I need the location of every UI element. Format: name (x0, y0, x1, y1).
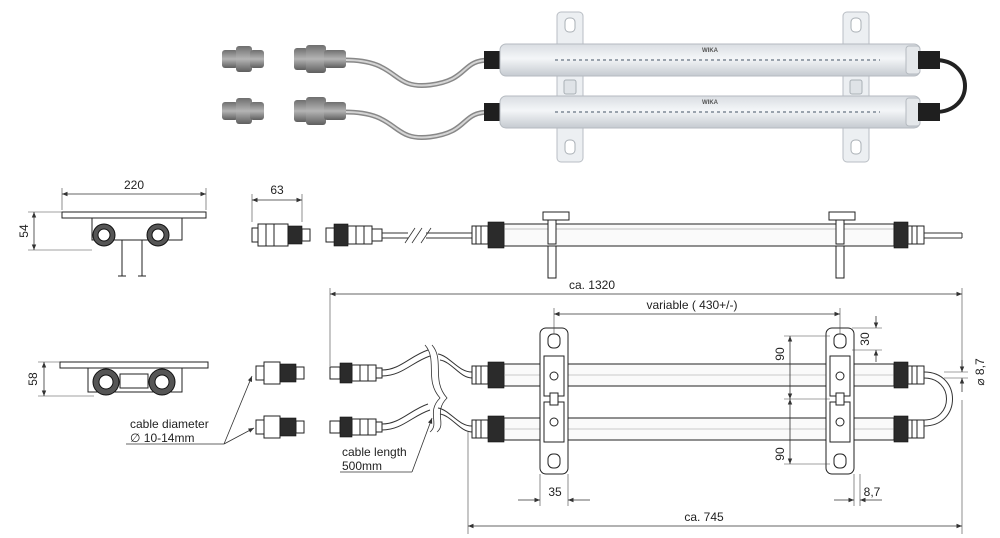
note-cable-length-title: cable length (342, 445, 407, 459)
dim-diameter-8-7: ⌀ 8,7 (973, 358, 987, 386)
dim-spacing-90-lower: 90 (773, 447, 787, 461)
side-plug-left (251, 223, 311, 247)
dim-bracket-8-7: 8,7 (864, 485, 881, 499)
render-plug-pair-lower (222, 97, 346, 125)
side-bracket-left (542, 211, 570, 279)
dim-offset-30: 30 (858, 332, 872, 346)
brand-label-lower: WIKA (702, 100, 719, 106)
dim-spacing-90-upper: 90 (773, 347, 787, 361)
render-bracket-left (556, 11, 584, 163)
render-cable-loop (934, 58, 967, 114)
end-view-top: 220 54 (17, 178, 207, 277)
plan-plug-pair-upper (255, 361, 383, 385)
side-view: 63 (251, 183, 963, 279)
render-plug-pair-upper (222, 45, 346, 73)
note-cable-diameter-title: cable diameter (130, 417, 209, 431)
dim-bracket-35: 35 (548, 485, 562, 499)
plan-tube-lower (471, 415, 925, 443)
plan-tube-upper (471, 361, 925, 389)
plan-plug-pair-lower (255, 415, 383, 439)
dim-width-220: 220 (124, 178, 144, 192)
dim-height-58: 58 (26, 372, 40, 386)
render-tube-upper: WIKA (484, 43, 940, 77)
render-3d: WIKA WIKA (222, 11, 967, 163)
dim-height-54: 54 (17, 224, 31, 238)
render-tube-lower: WIKA (484, 95, 940, 129)
side-plug-right (325, 223, 383, 247)
dim-variable-430: variable ( 430+/-) (646, 298, 737, 312)
note-cable-diameter-value: ∅ 10-14mm (130, 431, 194, 445)
plan-bracket-right (825, 327, 855, 475)
end-view-front: 58 (26, 361, 209, 397)
dim-total-1320: ca. 1320 (569, 278, 615, 292)
render-cable-upper (344, 57, 491, 89)
render-bracket-right (842, 11, 870, 163)
side-bracket-right (828, 211, 856, 279)
render-cable-lower (344, 109, 491, 141)
plan-cable-loop (923, 371, 953, 427)
brand-label-upper: WIKA (702, 48, 719, 54)
note-cable-length-value: 500mm (342, 459, 382, 473)
plan-view: ca. 1320 variable ( 430+/-) 90 90 30 ⌀ 8… (126, 278, 987, 534)
dim-total-745: ca. 745 (684, 510, 724, 524)
plan-bracket-left (539, 327, 569, 475)
dim-connector-63: 63 (270, 183, 284, 197)
